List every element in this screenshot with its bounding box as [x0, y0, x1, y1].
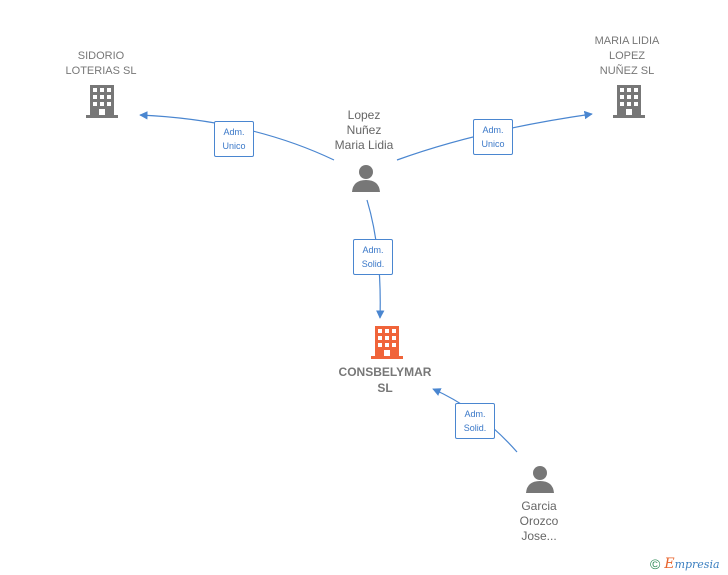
building-icon — [613, 85, 645, 118]
brand-name: mpresia — [674, 557, 720, 571]
person-name-garcia-orozco[interactable]: Garcia Orozco Jose... — [519, 499, 559, 543]
edge-label-role: Adm. Solid. — [353, 239, 393, 275]
building-icon-highlighted — [371, 326, 403, 359]
edge-label-role: Adm. Solid. — [455, 403, 495, 439]
copyright-icon: © — [650, 556, 661, 572]
person-icon — [526, 466, 554, 493]
person-name-lopez-nunez[interactable]: Lopez Nuñez Maria Lidia — [334, 108, 394, 152]
brand-initial: E — [664, 556, 675, 572]
edge-label-role: Adm. Unico — [473, 119, 513, 155]
company-name-maria-lidia-lopez[interactable]: MARIA LIDIA LOPEZ NUÑEZ SL — [594, 35, 660, 77]
building-icon — [86, 85, 118, 118]
company-name-sidorio-loterias[interactable]: SIDORIO LOTERIAS SL — [65, 50, 137, 77]
edge-label-role: Adm. Unico — [214, 121, 254, 157]
person-icon — [352, 165, 380, 192]
company-name-consbelymar[interactable]: CONSBELYMAR SL — [338, 365, 432, 395]
